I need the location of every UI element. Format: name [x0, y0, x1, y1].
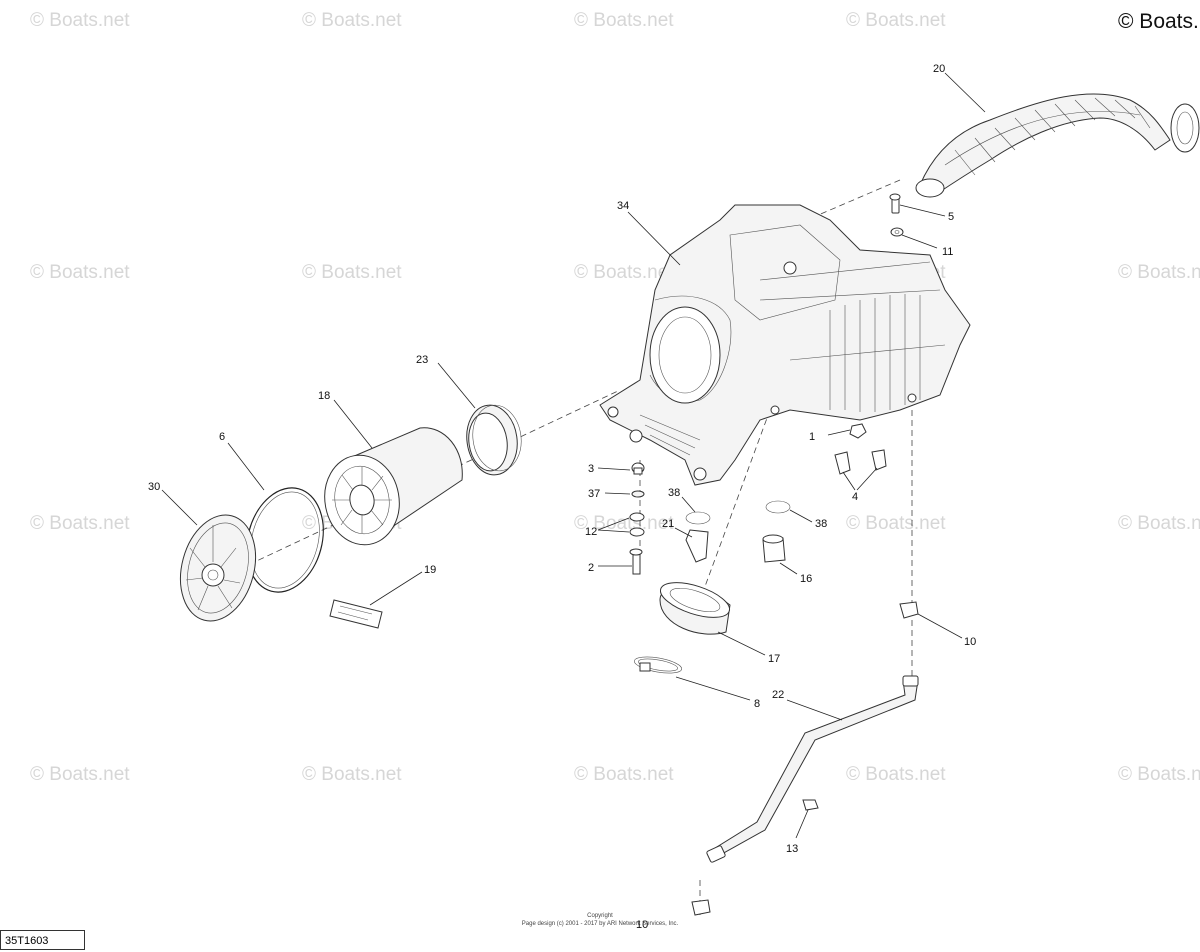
clip-4: [834, 449, 887, 475]
callout-4: 4: [852, 491, 858, 503]
callout-6: 6: [219, 431, 225, 443]
callout-8: 8: [754, 698, 760, 710]
grommet-3: [631, 462, 645, 475]
watermark: © Boats.net: [30, 513, 130, 534]
watermark: © Boats.net: [1118, 513, 1200, 534]
watermark: © Boats.net: [302, 262, 402, 283]
intake-duct: [915, 93, 1200, 198]
alignment-line: [759, 179, 901, 241]
watermark: © Boats.net: [1118, 764, 1200, 785]
clamp-10-upper: [899, 601, 919, 619]
watermark: © Boats.net: [30, 764, 130, 785]
diagram-code: 35T1603: [0, 930, 85, 950]
watermark: © Boats.net: [574, 513, 674, 534]
callout-30: 30: [148, 481, 160, 493]
callout-38-right: 38: [815, 518, 827, 530]
washer-37: [631, 490, 645, 498]
credits-line-2: Page design (c) 2001 - 2017 by ARI Netwo…: [521, 921, 679, 927]
callout-38-left: 38: [668, 487, 680, 499]
clamp-10-lower: [691, 899, 711, 916]
callout-37: 37: [588, 488, 600, 500]
air-filter-18: [324, 427, 463, 546]
bolt-2: [629, 548, 643, 575]
watermark: © Boats.net: [302, 764, 402, 785]
drain-valve-21: [685, 529, 709, 563]
callout-2: 2: [588, 562, 594, 574]
callout-10-upper: 10: [964, 636, 976, 648]
airbox-cover-30: [180, 514, 256, 622]
drain-cap-16: [762, 534, 786, 563]
watermark: © Boats.net: [30, 262, 130, 283]
credits-line-1: Copyright: [587, 913, 613, 919]
coupler-17: [659, 582, 731, 635]
watermark: © Boats.net: [574, 262, 674, 283]
washer-11: [890, 227, 904, 237]
page-credits: Copyright Page design (c) 2001 - 2017 by…: [470, 912, 730, 928]
seal-ring-23: [466, 404, 522, 476]
callout-11: 11: [942, 246, 953, 258]
clamp-38-right: [765, 500, 791, 514]
watermark: © Boats.net: [302, 10, 402, 31]
callout-34: 34: [617, 200, 629, 212]
watermark: © Boats.net: [846, 10, 946, 31]
corner-copyright: © Boats.: [1118, 10, 1199, 33]
callout-20: 20: [933, 63, 945, 75]
watermark: © Boats.net: [574, 764, 674, 785]
nut-1: [849, 423, 867, 439]
callout-18: 18: [318, 390, 330, 402]
callout-5: 5: [948, 211, 954, 223]
drain-hose-22: [706, 675, 919, 863]
watermark: © Boats.net: [846, 764, 946, 785]
watermark: © Boats.net: [30, 10, 130, 31]
watermark: © Boats.net: [574, 10, 674, 31]
watermark: © Boats.net: [1118, 262, 1200, 283]
callout-23: 23: [416, 354, 428, 366]
callout-17: 17: [768, 653, 780, 665]
callout-16: 16: [800, 573, 812, 585]
callout-12: 12: [585, 526, 597, 538]
decal-19: [329, 599, 383, 629]
clamp-38-left: [685, 511, 711, 525]
clamp-8: [634, 656, 682, 674]
airbox-housing: [599, 204, 971, 486]
alignment-line: [699, 409, 771, 601]
screw-5: [889, 193, 901, 214]
callout-21: 21: [662, 518, 674, 530]
callout-22: 22: [772, 689, 784, 701]
washer-12: [629, 512, 645, 537]
callout-19: 19: [424, 564, 436, 576]
callout-1: 1: [809, 431, 815, 443]
clamp-13: [802, 799, 819, 811]
callouts: 20 5 11 34 1 4 23 18 6 30 19 3: [148, 63, 986, 931]
callout-3: 3: [588, 463, 594, 475]
callout-10-lower: 10: [636, 919, 648, 931]
watermark: © Boats.net: [846, 513, 946, 534]
callout-13: 13: [786, 843, 798, 855]
